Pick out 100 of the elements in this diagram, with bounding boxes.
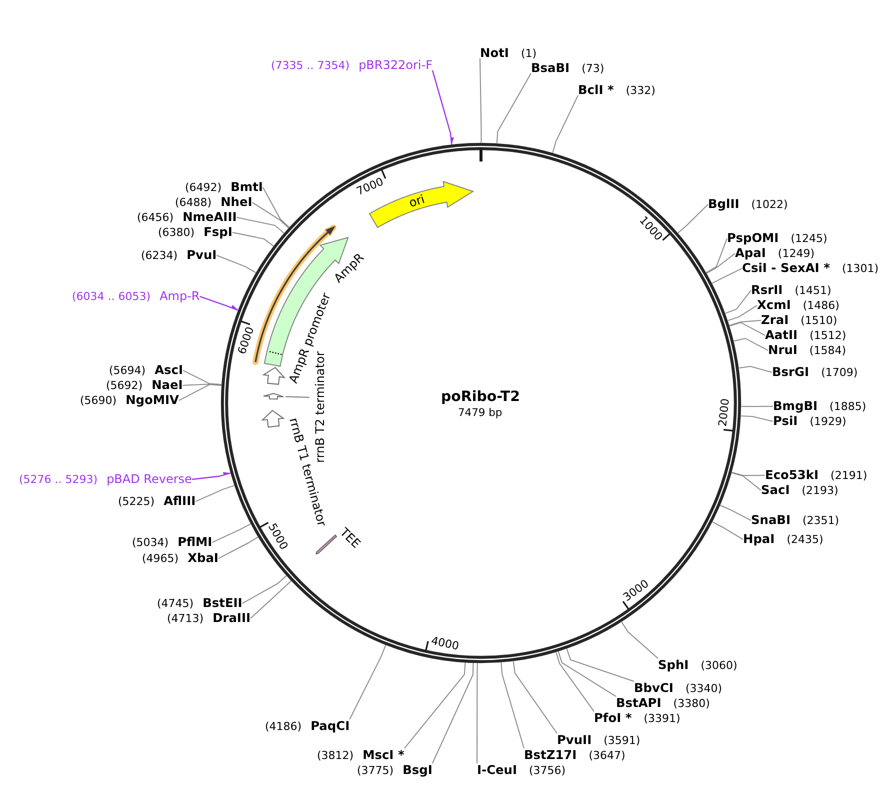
leader-line [216, 254, 256, 274]
cut-site-position: (3340) [685, 682, 722, 695]
enzyme-name: XbaI [188, 551, 218, 565]
enzyme-name: AscI [154, 363, 184, 377]
leader-line [476, 662, 478, 764]
cut-site-position: (2193) [802, 484, 838, 497]
enzyme-name: BstZ17I [524, 748, 577, 762]
enzyme-name: PvuI [186, 248, 217, 262]
enzyme-name: NgoMIV [126, 393, 179, 407]
leader-line [218, 536, 258, 559]
cut-site-position: (1512) [810, 329, 846, 342]
leader-line [480, 58, 482, 144]
cut-site-position: (1709) [821, 366, 858, 379]
enzyme-name: BbvCI [634, 681, 674, 695]
cut-site-position: (6456) [137, 211, 174, 224]
leader-line [720, 504, 752, 521]
feature-segment [262, 392, 311, 401]
leader-line [232, 232, 274, 247]
cut-site-position: (5692) [106, 379, 143, 392]
leader-line [740, 406, 774, 407]
tick-label: 2000 [717, 398, 732, 428]
plasmid-size: 7479 bp [458, 406, 502, 418]
tick-label: 4000 [430, 635, 460, 652]
enzyme-name: NruI [768, 343, 798, 357]
cut-site-position: (2191) [830, 469, 868, 482]
leader-line [432, 70, 454, 145]
cut-site-position: (1022) [751, 198, 788, 211]
cut-site-position: (1301) [842, 262, 879, 275]
enzyme-name: BsrGI [772, 365, 810, 379]
leader-line [740, 415, 774, 422]
cut-site-position: (1885) [830, 400, 866, 413]
cut-site-position: (6492) [185, 181, 222, 194]
enzyme-name: CsiI - SexAI * [742, 261, 830, 275]
cut-site-position: (6488) [175, 196, 212, 209]
leader-line [242, 575, 287, 604]
primer-range: (6034 .. 6053) [72, 290, 151, 303]
feature-bar [315, 534, 338, 554]
enzyme-name: BglII [708, 197, 740, 211]
enzyme-name: BsgI [402, 763, 432, 777]
enzyme-name: NaeI [152, 378, 183, 392]
enzyme-name: AatII [765, 328, 798, 342]
enzyme-name: NheI [220, 195, 252, 209]
enzyme-name: FspI [204, 225, 232, 239]
leader-line [733, 338, 768, 351]
enzyme-name: BmgBI [773, 399, 818, 413]
leader-line [432, 662, 474, 764]
leader-line [724, 290, 752, 314]
enzyme-name: PspOMI [727, 231, 779, 245]
cut-site-position: (3647) [588, 749, 626, 762]
enzyme-name: SacI [761, 483, 790, 497]
cut-site-position: (5694) [109, 364, 146, 377]
cut-site-position: (3391) [644, 712, 680, 725]
cut-site-position: (3591) [604, 734, 640, 747]
cut-site-position: (3775) [357, 764, 394, 777]
leader-line [349, 644, 386, 720]
cut-site-position: (3380) [673, 697, 710, 710]
leader-line [404, 662, 466, 749]
feature-label: ori [407, 192, 426, 210]
leader-line [712, 268, 742, 284]
plasmid-name: poRibo-T2 [441, 390, 520, 404]
leader-line [195, 485, 235, 502]
enzyme-name: ZraI [761, 313, 789, 327]
leader-line [738, 366, 772, 373]
cut-site-position: (6234) [141, 249, 178, 262]
cut-site-position: (4186) [265, 720, 302, 733]
leader-line [556, 652, 594, 712]
enzyme-name: BclI * [578, 83, 614, 97]
enzyme-name: BstAPI [616, 696, 662, 710]
cut-site-position: (3060) [700, 659, 738, 672]
enzyme-name: BstEII [202, 596, 242, 610]
enzyme-name: DraIII [212, 611, 251, 625]
cut-site-position: (6380) [158, 226, 195, 239]
leader-line [496, 72, 532, 144]
enzyme-name: SphI [658, 658, 689, 672]
enzyme-name: BsaBI [531, 61, 570, 75]
cut-site-position: (1510) [800, 314, 838, 327]
cut-site-position: (5225) [118, 495, 155, 508]
cut-site-position: (1486) [802, 299, 840, 312]
cut-site-position: (4713) [167, 612, 204, 625]
leader-line [512, 660, 558, 734]
leader-line [212, 523, 252, 543]
enzyme-name: PaqCI [310, 719, 350, 733]
primer-range: (5276 .. 5293) [19, 473, 98, 486]
cut-site-position: (2351) [802, 514, 840, 527]
tick-label: 6000 [236, 326, 256, 356]
cut-site-position: (1249) [778, 247, 814, 260]
feature-segment [262, 366, 286, 386]
enzyme-name: I-CeuI [477, 763, 518, 777]
enzyme-name: HpaI [743, 532, 775, 546]
leader-line [178, 384, 222, 401]
cut-site-position: (3756) [529, 764, 566, 777]
cut-site-position: (1) [520, 47, 537, 60]
leader-line [677, 204, 708, 234]
enzyme-name: XcmI [757, 298, 791, 312]
cut-site-position: (2435) [786, 533, 824, 546]
leader-line [706, 238, 728, 274]
enzyme-name: NotI [480, 46, 509, 60]
enzyme-name: BmtI [230, 180, 263, 194]
leader-line [182, 384, 222, 386]
leader-line [731, 472, 766, 476]
